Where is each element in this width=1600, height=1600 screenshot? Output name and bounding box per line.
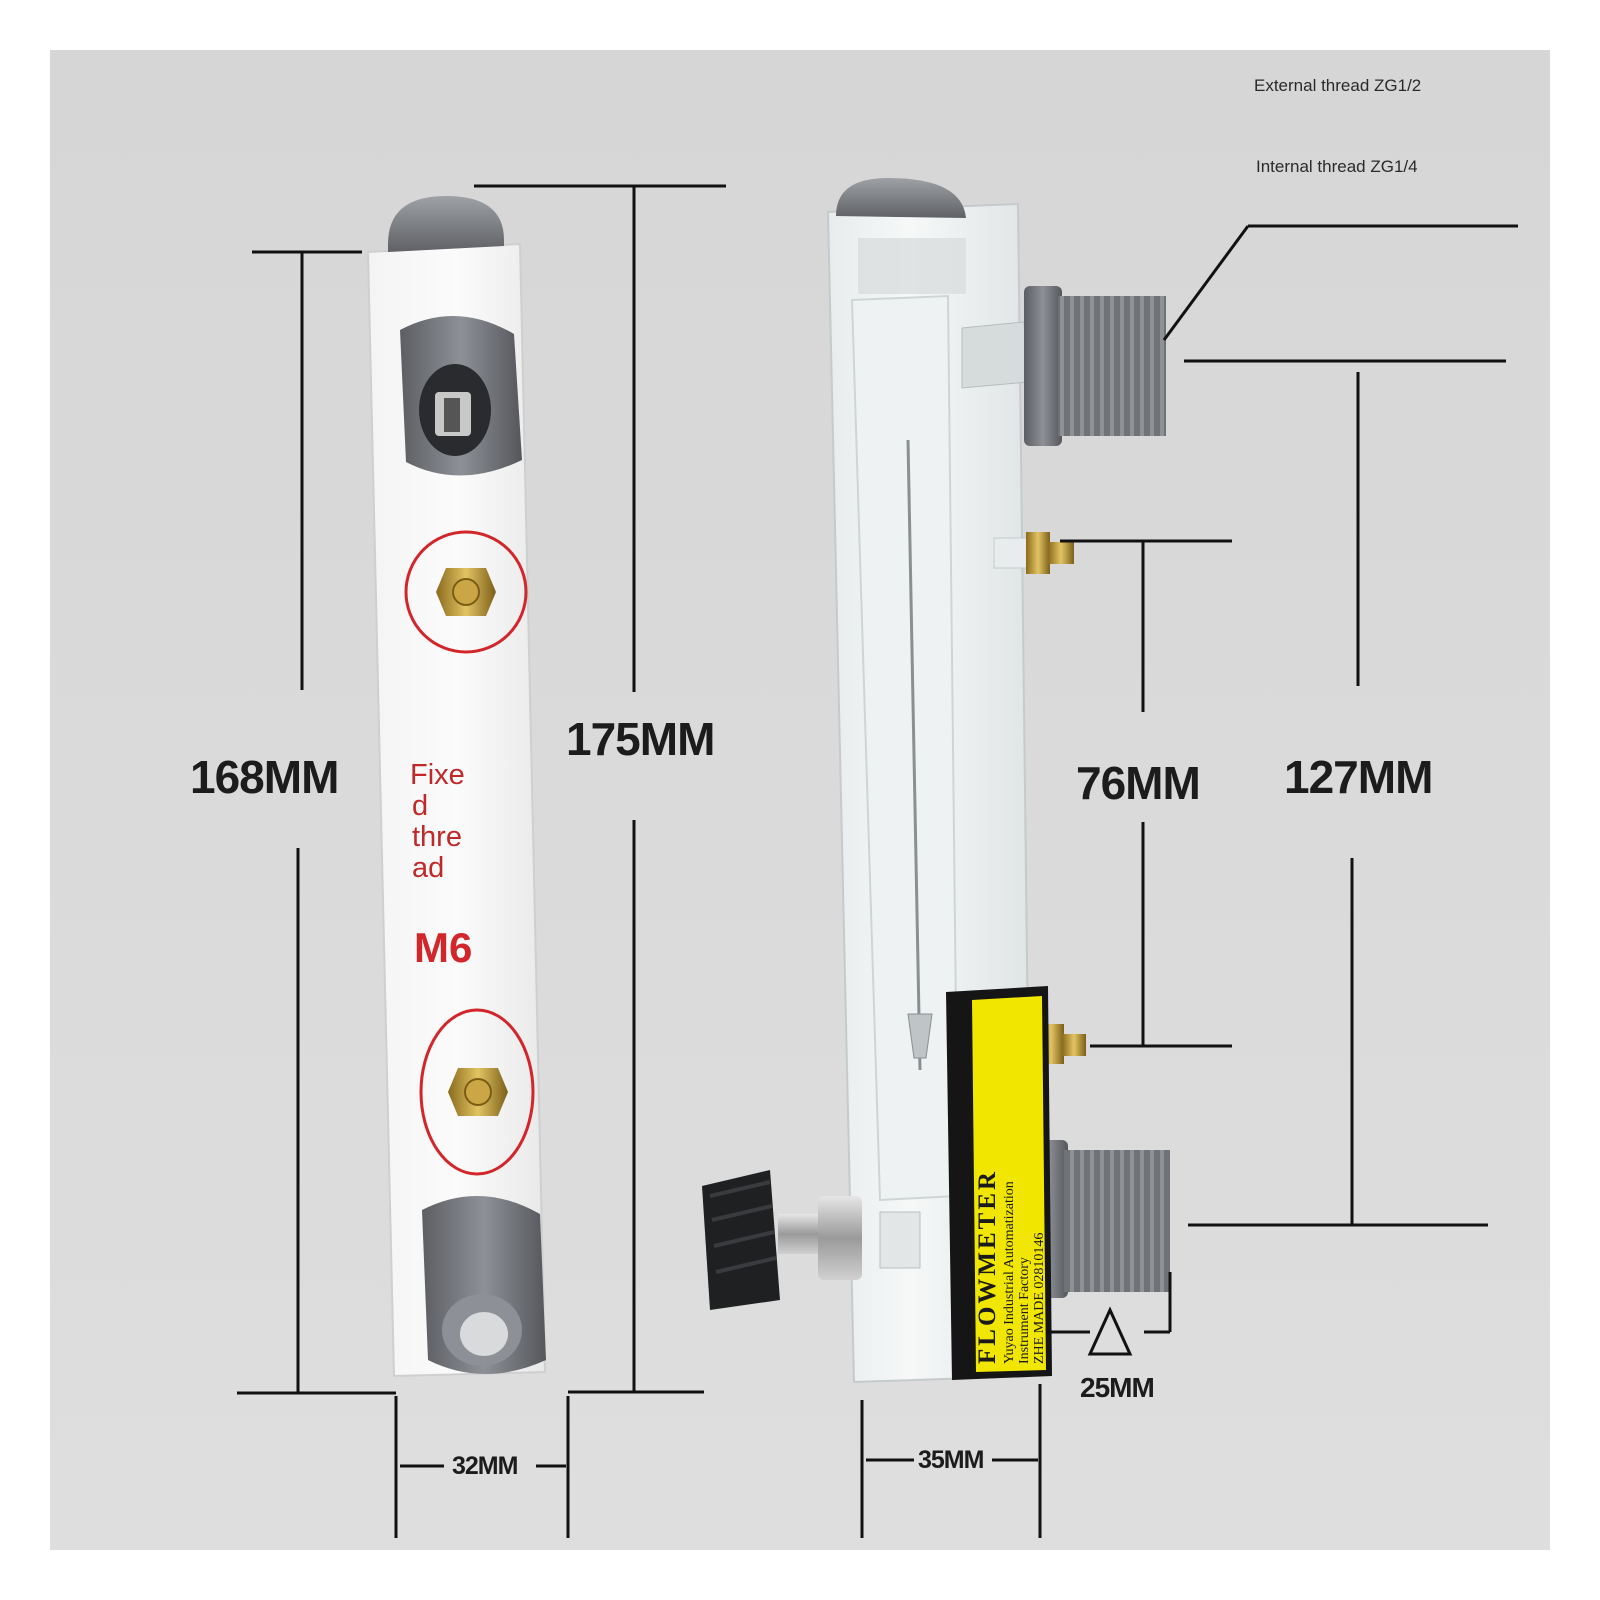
internal-thread-label: Internal thread ZG1/4 — [1256, 157, 1418, 176]
nameplate-line2: Instrument Factory — [1017, 1257, 1032, 1364]
fixed-thread-line: ad — [412, 852, 445, 884]
photo-background — [50, 50, 1550, 1550]
spacing-127-label: 127MM — [1284, 751, 1433, 803]
fixed-thread-line: thre — [412, 821, 462, 853]
depth-arrow-icon — [1087, 1306, 1133, 1356]
flowmeter-nameplate — [946, 986, 1052, 1380]
side-top-cap — [836, 178, 966, 218]
nameplate-title: FLOWMETER — [974, 1168, 1001, 1364]
spacing-76-label: 76MM — [1076, 757, 1201, 809]
depth-35-label: 35MM — [918, 1446, 984, 1474]
side-view-flowmeter — [702, 178, 1170, 1384]
height-168-label: 168MM — [190, 751, 339, 803]
external-thread-label: External thread ZG1/2 — [1254, 76, 1422, 95]
front-lower-port-icon — [422, 1195, 546, 1374]
m6-label: M6 — [414, 924, 473, 971]
front-view-flowmeter — [366, 196, 547, 1378]
pipe-thread-icon — [1024, 286, 1166, 446]
height-175-label: 175MM — [566, 713, 715, 765]
front-top-cap — [388, 196, 504, 252]
thread-25-label: 25MM — [1080, 1372, 1155, 1403]
nameplate-line1: Yuyao Industrial Automatization — [1002, 1181, 1017, 1364]
nameplate-text: FLOWMETER Yuyao Industrial Automatizatio… — [974, 1004, 1047, 1364]
width-32-label: 32MM — [452, 1452, 518, 1480]
dimension-lines — [237, 184, 1518, 1538]
fixed-thread-line: d — [412, 790, 429, 822]
front-upper-port-icon — [400, 315, 522, 476]
brass-fitting-icon — [993, 532, 1074, 574]
nameplate-line3: ZHE MADE 02810146 — [1032, 1232, 1047, 1364]
fixed-thread-line: Fixe — [410, 759, 465, 791]
brass-fitting-icon — [419, 1008, 535, 1176]
fixed-thread-note: Fixe d thre ad — [410, 760, 490, 884]
brass-fitting-icon — [404, 530, 528, 654]
valve-knob-icon[interactable] — [702, 1170, 780, 1310]
